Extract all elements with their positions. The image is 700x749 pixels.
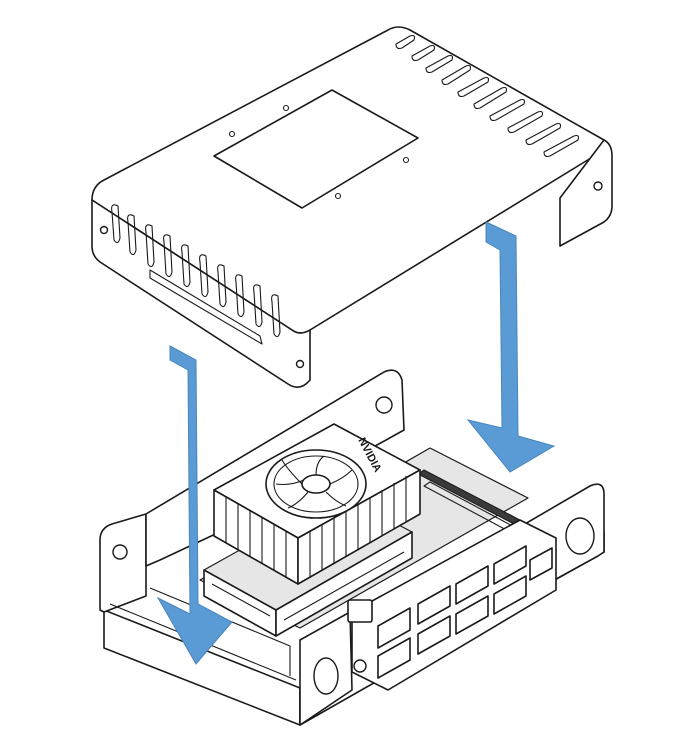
heatsink-fins — [225, 476, 407, 578]
vent-slots-rear — [395, 34, 580, 158]
cooling-fan — [265, 449, 367, 519]
assembly-arrow-right — [466, 221, 556, 473]
top-cover — [91, 26, 613, 388]
compute-module: NVIDIA — [203, 423, 421, 637]
io-ports — [347, 519, 557, 691]
vent-slots-front — [111, 204, 281, 345]
assembly-arrow-left — [156, 345, 233, 665]
